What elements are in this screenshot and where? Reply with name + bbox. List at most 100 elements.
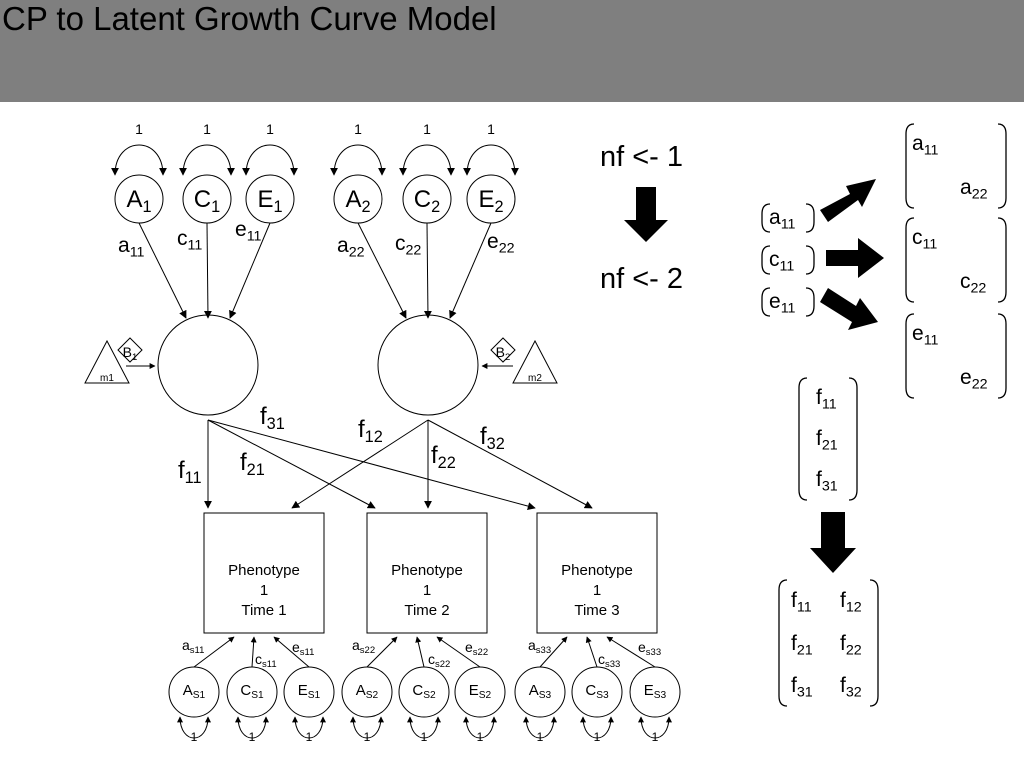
path-e22-label: e22 [487, 230, 515, 256]
factor-e1-variance-loop [242, 144, 298, 176]
diag-matrix-e22: e22 [960, 366, 988, 392]
f-matrix-left-bracket [778, 579, 788, 707]
path-a11-label: a11 [118, 234, 145, 260]
specific-cs2-label: CS2 [412, 682, 436, 701]
small-matrix-e11: e11 [769, 290, 796, 316]
page-title: CP to Latent Growth Curve Model [2, 0, 497, 37]
path-a2-arrow [357, 222, 407, 319]
factor-a1-variance-label: 1 [135, 121, 143, 137]
common-factor-1-circle [157, 314, 259, 416]
f-matrix-f31: f31 [791, 674, 813, 700]
factor-c1-variance-label: 1 [203, 121, 211, 137]
specific-cs1-path-arrow [250, 636, 257, 668]
specific-as3-variance-loop [523, 716, 557, 739]
loading-f21-arrow [207, 419, 376, 509]
matrix-arrow-c [826, 238, 884, 278]
phenotype-time-3-label-2: 1 [593, 582, 601, 599]
specific-as3-path-arrow [539, 636, 568, 668]
phenotype-time-1-box [203, 512, 325, 634]
specific-as2-variance-loop [350, 716, 384, 739]
mean-m1-path-diamond [117, 337, 143, 363]
phenotype-time-2-box [366, 512, 488, 634]
specific-cs33-label: cs33 [598, 651, 620, 670]
small-matrix-row-1-left-bracket [761, 203, 771, 233]
f-matrix-f21: f21 [791, 632, 813, 658]
static-shapes [157, 179, 884, 573]
title-bar: CP to Latent Growth Curve Model [0, 0, 1024, 102]
diag-matrix-1-right-bracket [997, 123, 1007, 209]
loading-f21-label: f21 [240, 449, 265, 479]
specific-cs2-variance-loop [407, 716, 441, 739]
specific-cs1-variance-label: 1 [249, 730, 256, 744]
small-matrix-row-3-left-bracket [761, 287, 771, 317]
f-down-arrow [810, 512, 856, 573]
generated-shapes: A11a11C11c11E11e11A21a22C21c22E21e22m1B1… [84, 121, 1007, 744]
specific-as1-variance-label: 1 [191, 730, 198, 744]
specific-cs22-label: cs22 [428, 651, 450, 670]
specific-es1-variance-label: 1 [306, 730, 313, 744]
path-e11-label: e11 [235, 218, 262, 244]
diag-matrix-a22: a22 [960, 176, 988, 202]
diag-matrix-2-right-bracket [997, 217, 1007, 303]
diag-matrix-c11: c11 [912, 226, 937, 252]
loading-f32-label: f32 [480, 423, 505, 453]
mean-m1-path-label: B1 [123, 344, 138, 363]
specific-cs3-label: CS3 [585, 682, 609, 701]
specific-cs2-variance-label: 1 [421, 730, 428, 744]
path-a22-label: a22 [337, 234, 365, 260]
diag-matrix-3-right-bracket [997, 313, 1007, 399]
small-matrix-c11: c11 [769, 248, 794, 274]
specific-cs3-path-arrow [585, 636, 598, 668]
specific-as1-label: AS1 [183, 682, 206, 701]
phenotype-time-2-label-2: 1 [423, 582, 431, 599]
factor-a1-label: A1 [126, 186, 151, 216]
specific-cs1-label: CS1 [240, 682, 264, 701]
path-e1-arrow [229, 222, 271, 319]
mean-m2-path-label: B2 [496, 344, 511, 363]
specific-es2-path-arrow [436, 636, 481, 668]
specific-cs3-variance-label: 1 [594, 730, 601, 744]
factor-a1-variance-loop [111, 144, 167, 176]
nf-down-arrow [624, 187, 668, 242]
specific-es3-path-arrow [606, 636, 656, 668]
path-c11-label: c11 [177, 227, 202, 253]
diag-matrix-a11: a11 [912, 132, 939, 158]
small-matrix-row-2-left-bracket [761, 245, 771, 275]
factor-c2-variance-label: 1 [423, 121, 431, 137]
f-matrix-f32: f32 [840, 674, 862, 700]
f-column-f31: f31 [816, 468, 838, 494]
f-matrix-f11: f11 [791, 589, 812, 615]
phenotype-time-1-label-3: Time 1 [241, 602, 286, 619]
specific-es22-label: es22 [465, 639, 488, 658]
diag-matrix-2-left-bracket [905, 217, 915, 303]
specific-es1-label: ES1 [298, 682, 321, 701]
factor-e1-label: E1 [257, 186, 282, 216]
path-c22-label: c22 [395, 232, 421, 258]
path-e2-arrow [449, 222, 492, 319]
loading-f12-arrow [291, 419, 429, 509]
specific-as2-label: AS2 [356, 682, 379, 701]
matrix-arrow-e [820, 288, 878, 330]
f-matrix-f12: f12 [840, 589, 862, 615]
factor-e2-variance-label: 1 [487, 121, 495, 137]
specific-as33-label: as33 [528, 637, 551, 656]
f-matrix-right-bracket [869, 579, 879, 707]
specific-es33-label: es33 [638, 639, 661, 658]
specific-as22-label: as22 [352, 637, 375, 656]
path-c2-arrow [423, 222, 432, 319]
path-a1-arrow [138, 222, 187, 319]
specific-as2-variance-label: 1 [364, 730, 371, 744]
specific-as3-label: AS3 [529, 682, 552, 701]
specific-cs1-variance-loop [235, 716, 269, 739]
mean-m2-path-diamond [490, 337, 516, 363]
phenotype-time-3-label-1: Phenotype [561, 562, 633, 579]
specific-es3-variance-label: 1 [652, 730, 659, 744]
loading-f32-arrow [427, 419, 593, 509]
loading-f31-label: f31 [260, 403, 285, 433]
mean-m1-triangle [84, 339, 130, 384]
specific-as3-variance-label: 1 [537, 730, 544, 744]
loading-f22-label: f22 [431, 442, 456, 472]
specific-es2-label: ES2 [469, 682, 492, 701]
phenotype-time-1-label-1: Phenotype [228, 562, 300, 579]
